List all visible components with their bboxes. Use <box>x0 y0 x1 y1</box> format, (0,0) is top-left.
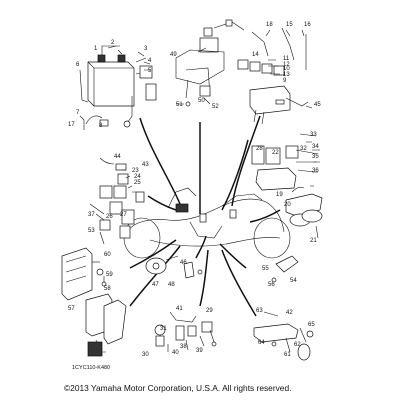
part-label: 4 <box>148 58 152 64</box>
part-label: 60 <box>104 252 111 258</box>
part-label: 55 <box>262 266 269 272</box>
part-label: 22 <box>272 150 279 156</box>
part-label: 46 <box>180 260 187 266</box>
part-label: 64 <box>258 340 265 346</box>
part-label: 62 <box>294 342 301 348</box>
part-label: 65 <box>308 322 315 328</box>
part-labels: 1 2 3 4 5 6 7 8 9 10 11 12 13 14 15 16 1… <box>68 22 321 358</box>
part-label: 7 <box>76 110 80 116</box>
horn-group <box>145 255 203 279</box>
part-label: 42 <box>286 310 293 316</box>
part-label: 37 <box>88 212 95 218</box>
part-label: 45 <box>314 102 321 108</box>
part-label: 26 <box>106 214 113 220</box>
part-label: 30 <box>142 352 149 358</box>
callout-ticks <box>107 29 320 193</box>
part-label: 12 <box>283 62 290 68</box>
part-label: 41 <box>176 306 183 312</box>
part-label: 43 <box>142 162 149 168</box>
part-label: 40 <box>172 350 179 356</box>
part-label: 20 <box>284 202 291 208</box>
part-label: 56 <box>268 282 275 288</box>
part-label: 44 <box>114 154 121 160</box>
diagram-code: 1CYC110-K480 <box>72 365 110 371</box>
part-label: 5 <box>148 68 152 74</box>
right-relay-group <box>251 133 323 239</box>
part-label: 63 <box>256 308 263 314</box>
part-label: 6 <box>76 62 80 68</box>
part-label: 19 <box>276 192 283 198</box>
part-label: 8 <box>99 123 103 129</box>
fuse-relay-group <box>237 27 309 125</box>
part-label: 50 <box>198 98 205 104</box>
part-label: 34 <box>312 144 319 150</box>
part-label: 9 <box>283 78 287 84</box>
part-label: 14 <box>252 52 259 58</box>
part-label: 28 <box>256 146 263 152</box>
part-label: 21 <box>310 238 317 244</box>
part-label: 3 <box>144 46 148 52</box>
part-label: 47 <box>152 282 159 288</box>
part-label: 53 <box>88 228 95 234</box>
part-label: 2 <box>111 40 115 46</box>
part-label: 57 <box>68 306 75 312</box>
part-label: 36 <box>312 168 319 174</box>
part-label: 49 <box>170 52 177 58</box>
part-label: 10 <box>283 66 290 72</box>
bottom-left-group <box>61 247 127 357</box>
part-label: 51 <box>176 102 183 108</box>
part-label: 52 <box>212 104 219 110</box>
ecu-group <box>175 19 245 107</box>
part-label: 27 <box>120 212 127 218</box>
part-label: 59 <box>106 272 113 278</box>
part-label: 48 <box>168 282 175 288</box>
part-label: 61 <box>284 352 291 358</box>
part-label: 38 <box>180 344 187 350</box>
part-label: 29 <box>206 308 213 314</box>
battery-group <box>79 45 157 130</box>
part-label: 31 <box>160 326 167 332</box>
part-label: 54 <box>290 278 297 284</box>
copyright-notice: ©2013 Yamaha Motor Corporation, U.S.A. A… <box>64 383 291 393</box>
part-label: 58 <box>104 286 111 292</box>
part-label: 35 <box>312 154 319 160</box>
part-label: 18 <box>266 22 273 28</box>
part-label: 13 <box>283 72 290 78</box>
part-label: 25 <box>134 180 141 186</box>
left-relay-group <box>89 157 145 245</box>
part-label: 33 <box>310 132 317 138</box>
part-label: 39 <box>196 348 203 354</box>
sensor-group <box>253 255 314 361</box>
part-label: 17 <box>68 122 75 128</box>
part-label: 16 <box>304 22 311 28</box>
part-label: 32 <box>300 146 307 152</box>
part-label: 15 <box>286 22 293 28</box>
part-label: 24 <box>134 174 141 180</box>
part-label: 11 <box>283 56 290 62</box>
part-label: 1 <box>94 46 98 52</box>
motorcycle-outline <box>123 187 291 259</box>
switch-group <box>154 311 217 352</box>
part-label: 23 <box>132 168 139 174</box>
